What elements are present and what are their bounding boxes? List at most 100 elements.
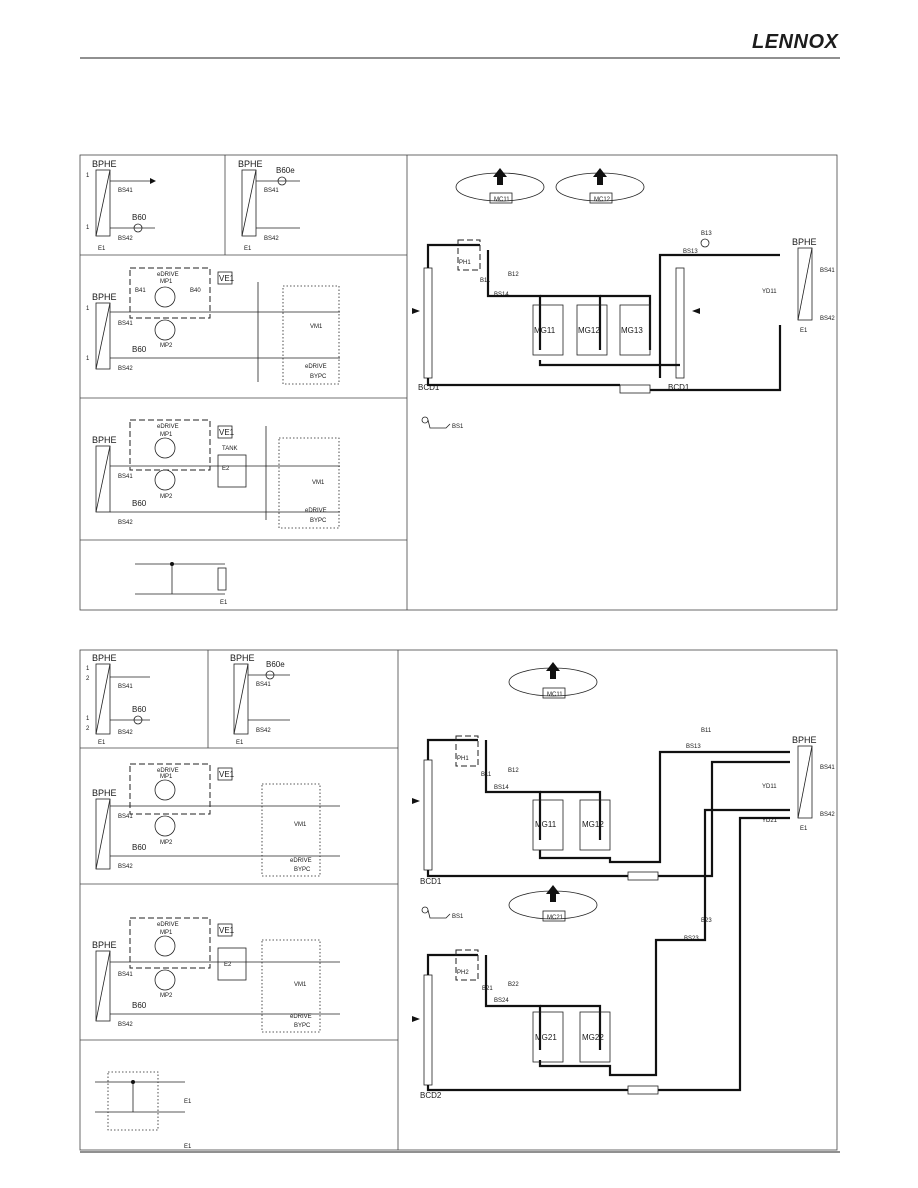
bphe-label: BPHE — [92, 292, 117, 302]
bs42-label: BS42 — [256, 728, 271, 734]
mc11-label: MC11 — [494, 197, 510, 203]
mp2-label: MP2 — [160, 993, 173, 999]
mg13-label: MG13 — [621, 326, 643, 335]
mp1-label: MP1 — [160, 930, 173, 936]
bs13-label: BS13 — [686, 744, 701, 750]
edrive-label: eDRIVE — [305, 364, 327, 370]
condenser-bcd1-right — [675, 267, 685, 379]
ve1-label: VE1 — [219, 770, 235, 779]
tank-icon — [217, 454, 247, 488]
ph1-label: PH1 — [457, 756, 469, 762]
edrive-label: eDRIVE — [290, 1014, 312, 1020]
outer-frame-bottom — [79, 649, 838, 1151]
bs41-label: BS41 — [118, 474, 133, 480]
one-label: 1 — [86, 356, 90, 362]
edrive-label: eDRIVE — [157, 768, 179, 774]
bphe-label: BPHE — [792, 735, 817, 745]
b11-label: B11 — [481, 772, 492, 778]
bs41-label: BS41 — [118, 321, 133, 327]
panel-valve-schematic: E1 — [135, 562, 228, 606]
bs42-label: BS42 — [118, 730, 133, 736]
panel-edrive-pumps: BPHE 1 1 eDRIVE MP1 MP2 B41 B40 VE1 B60 … — [86, 267, 340, 385]
mc11-label: MC11 — [547, 692, 563, 698]
panel2-bphe-basic: BPHE 1 2 1 2 B60 BS41 BS42 E1 — [86, 653, 150, 746]
one-label: 1 — [86, 225, 90, 231]
bs42-label: BS42 — [264, 236, 279, 242]
e1-label: E1 — [800, 826, 808, 832]
edrive-label: eDRIVE — [290, 858, 312, 864]
e1-label: E1 — [98, 740, 106, 746]
b41-label: B41 — [135, 288, 146, 294]
b40-label: B40 — [190, 288, 201, 294]
b12-label: B12 — [508, 768, 519, 774]
bypc-label: BYPC — [310, 518, 327, 524]
bphe-label: BPHE — [92, 653, 117, 663]
b60-label: B60 — [132, 843, 147, 852]
edrive-label: eDRIVE — [157, 424, 179, 430]
refrigerant-circuit-dual-2: MC21 BCD2 PH2 MG21 MG22 B21 B22 BS24 B23… — [412, 808, 790, 1100]
b11-label: B11 — [701, 728, 712, 734]
bphe-label: BPHE — [792, 237, 817, 247]
bs23-label: BS23 — [684, 936, 699, 942]
refrigerant-circuit-1: MC11 MC12 BCD1 BCD1 PH1 MG11 MG12 — [412, 168, 835, 430]
bphe-label: BPHE — [238, 159, 263, 169]
pump-mp2-icon — [154, 319, 176, 341]
e2-label: E2 — [224, 962, 232, 968]
vm1-label: VM1 — [312, 480, 325, 486]
bs42-label: BS42 — [118, 236, 133, 242]
bs24-label: BS24 — [494, 998, 509, 1004]
e1-label: E1 — [236, 740, 244, 746]
bs14-label: BS14 — [494, 292, 509, 298]
vm1-label: VM1 — [310, 324, 323, 330]
ve1-label: VE1 — [219, 428, 235, 437]
bs41-label: BS41 — [264, 188, 279, 194]
bs42-label: BS42 — [820, 812, 835, 818]
vm1-label: VM1 — [294, 982, 307, 988]
mg11-label: MG11 — [534, 326, 556, 335]
panel-edrive-tank: BPHE eDRIVE MP1 MP2 VE1 TANK E2 B60 BS41… — [92, 419, 340, 529]
one-label: 1 — [86, 666, 90, 672]
mp2-label: MP2 — [160, 494, 173, 500]
bs41-label: BS41 — [820, 268, 835, 274]
bs41-label: BS41 — [820, 765, 835, 771]
bcd1-label: BCD1 — [418, 383, 440, 392]
mp2-label: MP2 — [160, 840, 173, 846]
bs41-label: BS41 — [118, 972, 133, 978]
e1-label: E1 — [244, 246, 252, 252]
one-label: 1 — [86, 716, 90, 722]
bs42-label: BS42 — [118, 864, 133, 870]
tank-label: TANK — [222, 446, 238, 452]
b22-label: B22 — [508, 982, 519, 988]
two-label: 2 — [86, 726, 90, 732]
pump-mp1-icon — [154, 286, 176, 308]
e1-label: E1 — [800, 328, 808, 334]
one-label: 1 — [86, 306, 90, 312]
b60-label: B60 — [132, 705, 147, 714]
ve1-label: VE1 — [219, 926, 235, 935]
bphe-label: BPHE — [92, 788, 117, 798]
condenser-bcd1-left — [423, 267, 433, 379]
e1-label: E1 — [220, 600, 228, 606]
bs41-label: BS41 — [256, 682, 271, 688]
edrive-label: eDRIVE — [157, 922, 179, 928]
e1-label: E1 — [184, 1144, 192, 1150]
bphe-label: BPHE — [92, 435, 117, 445]
bypc-label: BYPC — [310, 374, 327, 380]
mp1-label: MP1 — [160, 432, 173, 438]
bcd1-label: BCD1 — [668, 383, 690, 392]
mg12-label: MG12 — [582, 820, 604, 829]
compressor-mg11-icon — [532, 304, 564, 356]
yd11-label: YD11 — [762, 289, 777, 295]
bphe-label: BPHE — [230, 653, 255, 663]
bcd1-label: BCD1 — [420, 877, 442, 886]
bypc-label: BYPC — [294, 1023, 311, 1029]
mc12-label: MC12 — [594, 197, 611, 203]
one-label: 1 — [86, 173, 90, 179]
bs42-label: BS42 — [118, 1022, 133, 1028]
mg21-label: MG21 — [535, 1033, 557, 1042]
bs1-label: BS1 — [452, 424, 464, 430]
b12-label: B12 — [508, 272, 519, 278]
compressor-mg12-icon — [576, 304, 608, 356]
b60e-sensor-icon — [277, 176, 287, 186]
